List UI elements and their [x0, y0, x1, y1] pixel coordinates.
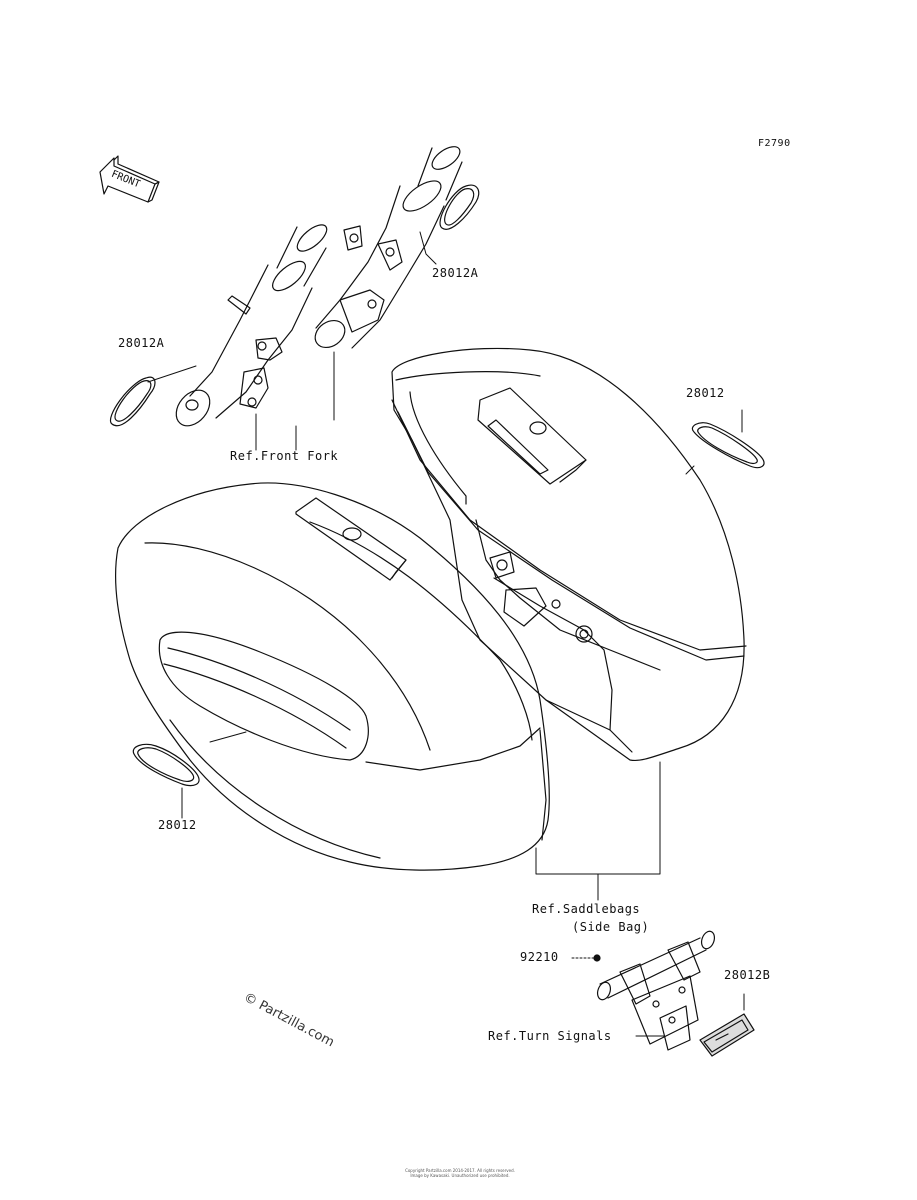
right-saddlebag — [391, 347, 747, 762]
label-ref-front-fork: Ref.Front Fork — [230, 449, 339, 463]
figure-code: F2790 — [758, 138, 791, 149]
emblem-28012-left — [132, 743, 200, 787]
label-28012b: 28012B — [724, 968, 771, 982]
turn-signal-bracket — [593, 930, 755, 1057]
left-fork-leg — [175, 224, 328, 427]
label-side-bag: (Side Bag) — [572, 920, 650, 934]
copyright-notice: Copyright Partzilla.com 2014-2017. All r… — [300, 1168, 620, 1178]
copyright-line-2: Image by Kawasaki. Unauthorized use proh… — [410, 1173, 510, 1178]
front-arrow-icon: FRONT — [99, 155, 160, 203]
label-28012-right: 28012 — [686, 386, 725, 400]
label-92210: 92210 — [520, 950, 559, 964]
label-ref-turn-signals: Ref.Turn Signals — [488, 1029, 612, 1043]
right-fork-leg — [314, 146, 463, 349]
emblem-28012a-left — [109, 376, 156, 427]
label-ref-saddlebags: Ref.Saddlebags — [532, 902, 641, 916]
emblem-28012a-right — [439, 184, 480, 230]
left-saddlebag — [115, 482, 550, 871]
leader-lines — [147, 231, 745, 1037]
label-28012-left: 28012 — [158, 818, 197, 832]
copyright-line-1: Copyright Partzilla.com 2014-2017. All r… — [405, 1168, 515, 1173]
label-28012a-left: 28012A — [118, 336, 165, 350]
label-28012a-right: 28012A — [432, 266, 479, 280]
emblem-28012-right — [691, 422, 765, 469]
